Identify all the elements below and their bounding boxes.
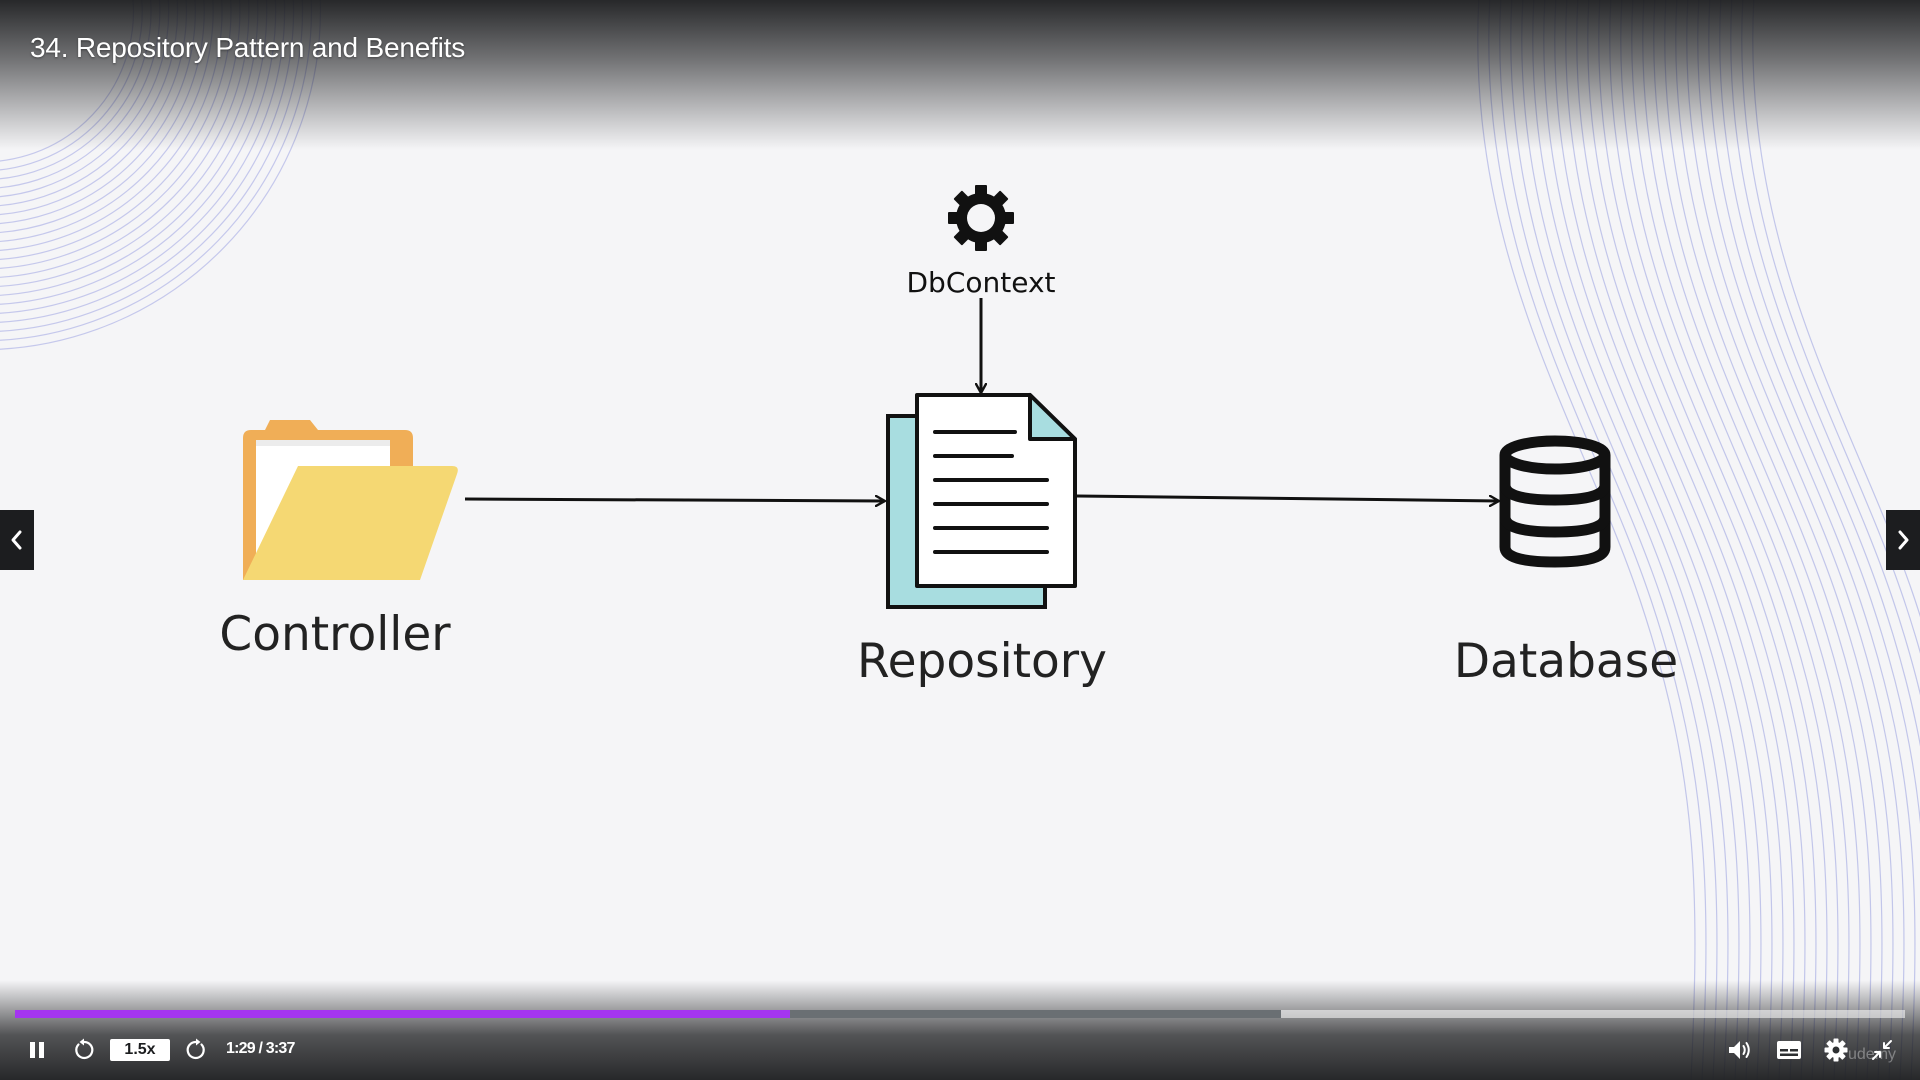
database-icon bbox=[1499, 435, 1611, 568]
dbcontext-label: DbContext bbox=[906, 266, 1055, 299]
progress-played bbox=[15, 1010, 790, 1018]
wave-line bbox=[1686, 0, 1905, 1080]
folder-icon bbox=[243, 420, 458, 580]
wave-line bbox=[1697, 0, 1916, 1080]
gear-icon bbox=[948, 185, 1014, 251]
rewind-icon bbox=[75, 1038, 94, 1060]
edge-repository-database bbox=[1076, 494, 1499, 501]
database-label: Database bbox=[1454, 634, 1678, 689]
control-bar-overlay bbox=[0, 980, 1920, 1080]
next-lecture-button[interactable] bbox=[1886, 510, 1920, 570]
volume-button[interactable] bbox=[1724, 1030, 1756, 1070]
wave-line bbox=[1664, 0, 1883, 1080]
pause-button[interactable] bbox=[22, 1030, 52, 1070]
wave-line bbox=[1510, 0, 1729, 1080]
time-readout: 1:29 / 3:37 bbox=[226, 1040, 295, 1057]
wave-line bbox=[1730, 0, 1920, 696]
progress-bar[interactable] bbox=[15, 1010, 1905, 1018]
controller-label: Controller bbox=[219, 607, 451, 662]
wave-line bbox=[1488, 0, 1707, 1080]
pause-icon bbox=[30, 1042, 44, 1058]
lecture-title: 34. Repository Pattern and Benefits bbox=[30, 32, 466, 63]
chevron-right-icon bbox=[1898, 530, 1909, 550]
wave-line bbox=[1543, 0, 1762, 1080]
wave-line bbox=[1565, 0, 1784, 1080]
settings-button[interactable] bbox=[1820, 1030, 1852, 1070]
forward-icon bbox=[186, 1038, 205, 1060]
wave-line bbox=[1554, 0, 1773, 1080]
playback-rate-button[interactable]: 1.5x bbox=[110, 1039, 170, 1061]
wave-line bbox=[1598, 0, 1817, 1080]
document-icon bbox=[886, 393, 1077, 609]
wave-line bbox=[1675, 0, 1894, 1080]
rewind-button[interactable] bbox=[68, 1030, 100, 1070]
wave-line bbox=[1741, 0, 1920, 654]
wave-line bbox=[1521, 0, 1740, 1080]
captions-button[interactable] bbox=[1772, 1030, 1806, 1070]
exit-fullscreen-button[interactable] bbox=[1866, 1030, 1898, 1070]
wave-line bbox=[1532, 0, 1751, 1080]
edge-controller-repository bbox=[464, 499, 885, 501]
wave-line bbox=[1631, 0, 1850, 1080]
chevron-left-icon bbox=[11, 530, 22, 550]
wave-line bbox=[1499, 0, 1718, 1080]
exit-fullscreen-icon bbox=[1872, 1040, 1892, 1060]
wave-line bbox=[1719, 0, 1920, 747]
wave-line bbox=[1477, 0, 1696, 1080]
wave-line bbox=[1587, 0, 1806, 1080]
wave-line bbox=[1752, 0, 1920, 618]
wave-line bbox=[1620, 0, 1839, 1080]
previous-lecture-button[interactable] bbox=[0, 510, 34, 570]
forward-button[interactable] bbox=[180, 1030, 212, 1070]
volume-icon bbox=[1729, 1041, 1750, 1059]
watermark: udemy bbox=[1848, 1046, 1897, 1063]
wave-line bbox=[1609, 0, 1828, 1080]
wave-line bbox=[1708, 0, 1920, 825]
title-overlay bbox=[0, 0, 1920, 150]
wave-line bbox=[1653, 0, 1872, 1080]
settings-icon bbox=[1824, 1038, 1848, 1062]
wave-line bbox=[1576, 0, 1795, 1080]
captions-icon bbox=[1777, 1041, 1801, 1059]
repository-label: Repository bbox=[857, 634, 1107, 689]
wave-line bbox=[1642, 0, 1861, 1080]
player-controls: 1.5x 1:29 / 3:37 bbox=[0, 1030, 1920, 1070]
